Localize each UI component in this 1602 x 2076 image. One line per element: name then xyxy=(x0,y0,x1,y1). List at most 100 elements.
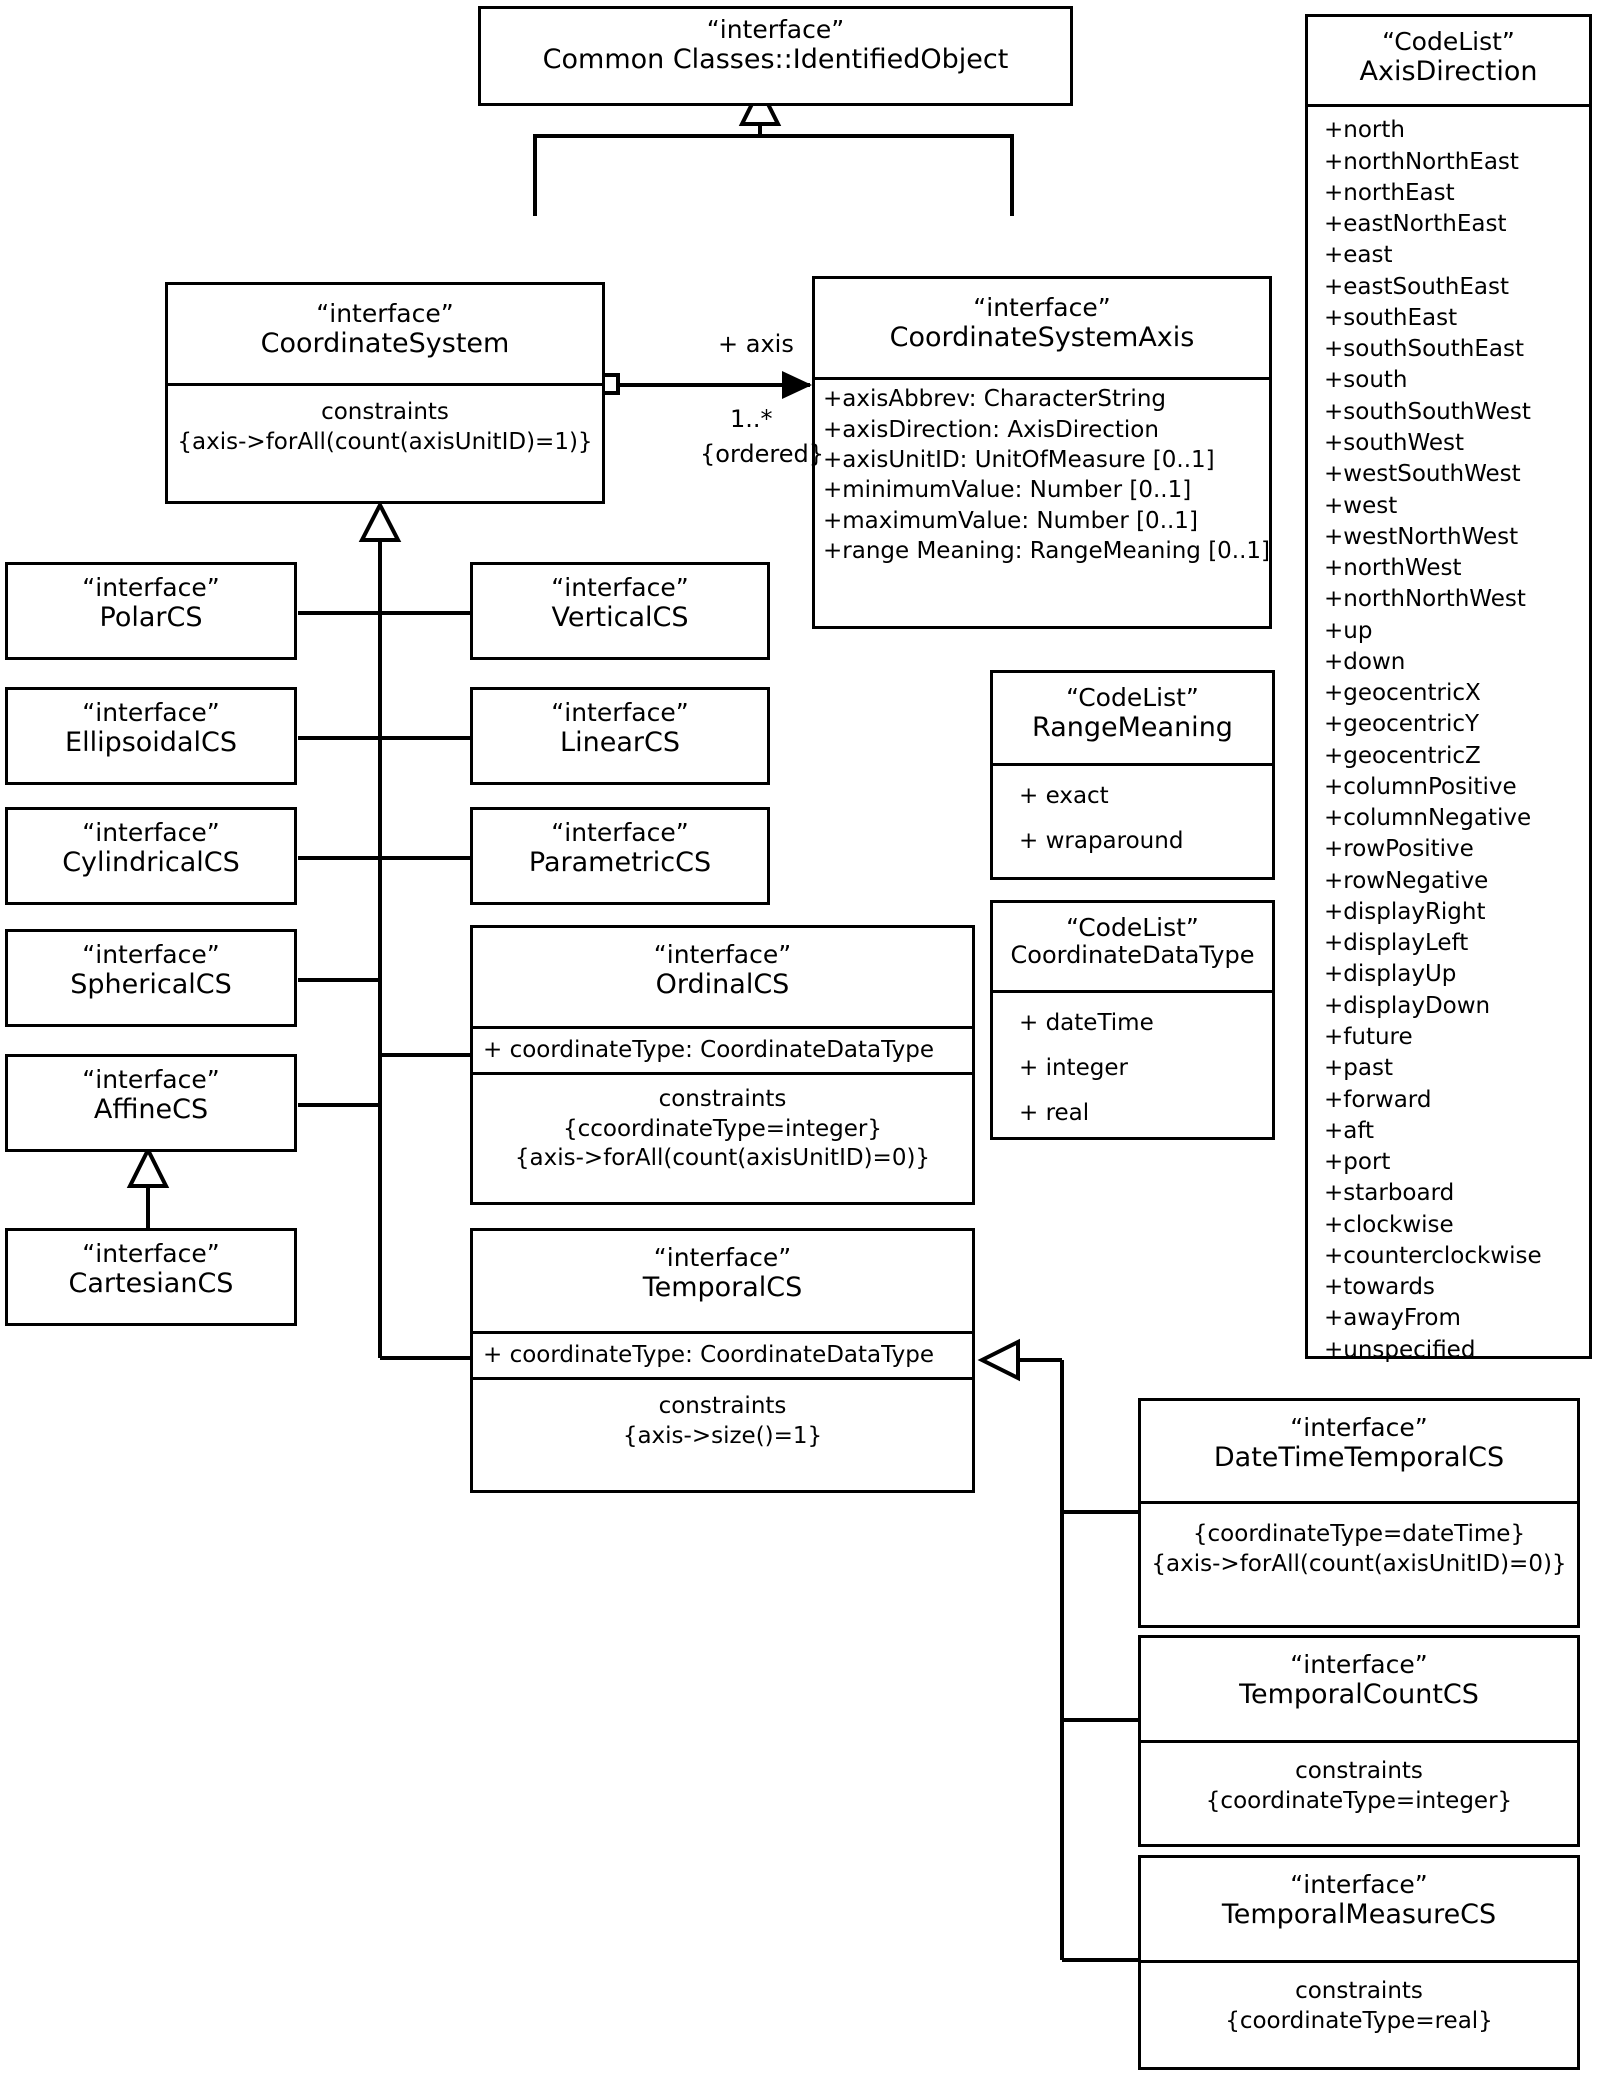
codelist-item: + real xyxy=(1019,1099,1090,1126)
constraints-label: constraints xyxy=(321,399,449,426)
codelist-item: +southWest xyxy=(1324,429,1465,456)
codelist-item: + exact xyxy=(1019,783,1109,810)
codelist-items: + exact+ wraparound xyxy=(993,766,1272,872)
class-datetime-temporal-cs[interactable]: “interface” DateTimeTemporalCS {coordina… xyxy=(1138,1398,1580,1628)
class-name: SphericalCS xyxy=(70,969,232,1000)
codelist-item: +westNorthWest xyxy=(1324,523,1519,550)
constraints-label: constraints xyxy=(1295,1758,1423,1785)
codelist-item: +north xyxy=(1324,117,1405,144)
class-name: Common Classes::IdentifiedObject xyxy=(542,44,1009,75)
class-temporal-measure-cs[interactable]: “interface” TemporalMeasureCS constraint… xyxy=(1138,1855,1580,2070)
codelist-name: CoordinateDataType xyxy=(1010,941,1255,969)
class-name: LinearCS xyxy=(560,727,680,758)
constraint-text: {axis->forAll(count(axisUnitID)=1)} xyxy=(177,429,593,456)
attribute-row: +maximumValue: Number [0..1] xyxy=(823,507,1198,534)
codelist-name: AxisDirection xyxy=(1359,56,1538,87)
class-stereotype: “interface” xyxy=(82,698,220,727)
class-name: VerticalCS xyxy=(551,602,689,633)
constraint-text: {coordinateType=integer} xyxy=(1205,1788,1513,1815)
codelist-item: +displayUp xyxy=(1324,961,1457,988)
codelist-stereotype: “CodeList” xyxy=(1066,913,1199,942)
class-linear-cs[interactable]: “interface” LinearCS xyxy=(470,687,770,785)
class-cylindrical-cs[interactable]: “interface” CylindricalCS xyxy=(5,807,297,905)
class-stereotype: “interface” xyxy=(551,818,689,847)
class-name: EllipsoidalCS xyxy=(65,727,237,758)
class-ordinal-cs[interactable]: “interface” OrdinalCS + coordinateType: … xyxy=(470,925,975,1205)
codelist-item: +displayLeft xyxy=(1324,930,1469,957)
class-parametric-cs[interactable]: “interface” ParametricCS xyxy=(470,807,770,905)
class-stereotype: “interface” xyxy=(82,818,220,847)
class-stereotype: “interface” xyxy=(551,698,689,727)
codelist-item: +awayFrom xyxy=(1324,1305,1461,1332)
constraint-text: {axis->forAll(count(axisUnitID)=0)} xyxy=(1151,1551,1567,1578)
codelist-item: +up xyxy=(1324,617,1373,644)
codelist-item: +northEast xyxy=(1324,179,1455,206)
codelist-item: +geocentricX xyxy=(1324,680,1481,707)
codelist-item: +towards xyxy=(1324,1274,1435,1301)
codelist-range-meaning[interactable]: “CodeList” RangeMeaning + exact+ wraparo… xyxy=(990,670,1275,880)
class-cartesian-cs[interactable]: “interface” CartesianCS xyxy=(5,1228,297,1326)
class-stereotype: “interface” xyxy=(706,15,845,44)
codelist-item: +columnPositive xyxy=(1324,773,1517,800)
class-name: PolarCS xyxy=(99,602,203,633)
attributes-compartment: +axisAbbrev: CharacterString +axisDirect… xyxy=(815,380,1271,572)
class-name: CoordinateSystem xyxy=(260,328,510,359)
attribute-row: + coordinateType: CoordinateDataType xyxy=(483,1342,934,1369)
codelist-axis-direction[interactable]: “CodeList” AxisDirection +north +northNor… xyxy=(1305,14,1592,1363)
codelist-item: +east xyxy=(1324,242,1393,269)
class-temporal-cs[interactable]: “interface” TemporalCS + coordinateType:… xyxy=(470,1228,975,1493)
class-temporal-count-cs[interactable]: “interface” TemporalCountCS constraints … xyxy=(1138,1635,1580,1847)
gen-arrow-coordinatesystem xyxy=(358,500,402,542)
codelist-item: +northNorthEast xyxy=(1324,148,1519,175)
codelist-item: +rowNegative xyxy=(1324,867,1489,894)
class-name: TemporalMeasureCS xyxy=(1221,1899,1497,1930)
codelist-item: +port xyxy=(1324,1149,1391,1176)
attribute-row: +minimumValue: Number [0..1] xyxy=(823,477,1192,504)
codelist-item: +westSouthWest xyxy=(1324,461,1521,488)
codelist-item: +forward xyxy=(1324,1086,1432,1113)
codelist-stereotype: “CodeList” xyxy=(1382,27,1515,56)
codelist-item: +southEast xyxy=(1324,304,1458,331)
codelist-item: +northWest xyxy=(1324,555,1462,582)
attribute-row: + coordinateType: CoordinateDataType xyxy=(483,1037,934,1064)
class-affine-cs[interactable]: “interface” AffineCS xyxy=(5,1054,297,1152)
gen-fork-identifiedobject xyxy=(533,134,1014,216)
codelist-item: +rowPositive xyxy=(1324,836,1474,863)
class-ellipsoidal-cs[interactable]: “interface” EllipsoidalCS xyxy=(5,687,297,785)
class-stereotype: “interface” xyxy=(316,299,454,328)
codelist-item: +geocentricZ xyxy=(1324,742,1481,769)
class-name: ParametricCS xyxy=(528,847,712,878)
attribute-row: +range Meaning: RangeMeaning [0..1] xyxy=(823,538,1271,565)
class-stereotype: “interface” xyxy=(82,1065,220,1094)
class-spherical-cs[interactable]: “interface” SphericalCS xyxy=(5,929,297,1027)
codelist-item: +eastSouthEast xyxy=(1324,273,1509,300)
class-name: TemporalCountCS xyxy=(1239,1679,1479,1710)
constraints-compartment: constraints {ccoordinateType=integer} {a… xyxy=(473,1075,972,1182)
codelist-item: +south xyxy=(1324,367,1408,394)
attribute-row: +axisDirection: AxisDirection xyxy=(823,416,1159,443)
class-stereotype: “interface” xyxy=(82,1239,220,1268)
class-name: AffineCS xyxy=(93,1094,209,1125)
class-vertical-cs[interactable]: “interface” VerticalCS xyxy=(470,562,770,660)
codelist-item: +geocentricY xyxy=(1324,711,1480,738)
class-coordinate-system[interactable]: “interface” CoordinateSystem constraints… xyxy=(165,282,605,504)
codelist-item: +west xyxy=(1324,492,1398,519)
codelist-item: + integer xyxy=(1019,1054,1128,1081)
attributes-compartment: + coordinateType: CoordinateDataType xyxy=(473,1029,972,1071)
constraints-compartment: {coordinateType=dateTime} {axis->forAll(… xyxy=(1141,1504,1577,1587)
codelist-item: +eastNorthEast xyxy=(1324,211,1507,238)
codelist-item: +southSouthWest xyxy=(1324,398,1531,425)
class-stereotype: “interface” xyxy=(1290,1413,1428,1442)
class-identified-object[interactable]: “interface” Common Classes::IdentifiedOb… xyxy=(478,6,1073,106)
class-stereotype: “interface” xyxy=(82,573,220,602)
constraint-text: {coordinateType=dateTime} xyxy=(1192,1521,1526,1548)
class-stereotype: “interface” xyxy=(1290,1650,1428,1679)
constraints-compartment: constraints {coordinateType=integer} xyxy=(1141,1743,1577,1824)
class-name: TemporalCS xyxy=(642,1272,803,1303)
class-coordinate-system-axis[interactable]: “interface” CoordinateSystemAxis +axisAb… xyxy=(812,276,1272,629)
class-name: DateTimeTemporalCS xyxy=(1213,1442,1505,1473)
codelist-coordinate-data-type[interactable]: “CodeList” CoordinateDataType + dateTime… xyxy=(990,900,1275,1140)
constraints-label: constraints xyxy=(658,1085,787,1112)
class-stereotype: “interface” xyxy=(973,293,1111,322)
class-polar-cs[interactable]: “interface” PolarCS xyxy=(5,562,297,660)
